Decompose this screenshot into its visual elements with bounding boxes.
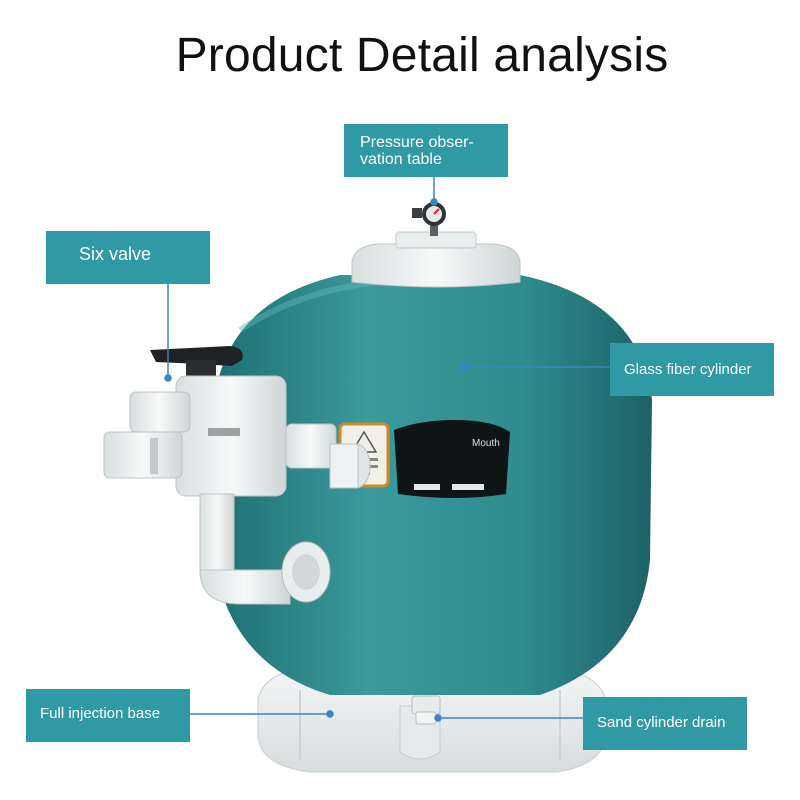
multiport-valve	[103, 346, 371, 605]
tank-lid	[351, 231, 521, 288]
pressure-leader-dot	[430, 198, 438, 206]
callout-glass-fiber-cylinder: Glass fiber cylinder	[610, 343, 774, 396]
callout-six-valve: Six valve	[46, 231, 210, 284]
callout-sand-drain: Sand cylinder drain	[583, 697, 747, 750]
sight-window	[394, 420, 510, 498]
leader-lines	[164, 177, 610, 722]
window-label: Mouth	[472, 438, 500, 449]
callout-pressure-line1: Pressure obser-	[360, 134, 474, 151]
page-title: Product Detail analysis	[175, 29, 669, 82]
drain-plug-icon	[411, 695, 441, 725]
drain-leader-dot	[434, 714, 442, 722]
base-leader-dot	[326, 710, 334, 718]
pressure-gauge-icon	[412, 202, 446, 236]
six-valve-leader-dot	[164, 374, 172, 382]
glass-fiber-leader-dot	[460, 363, 468, 371]
callout-injection-base: Full injection base	[26, 689, 190, 742]
callout-pressure-line2: vation table	[360, 151, 442, 168]
callout-pressure-table: Pressure obser- vation table	[344, 124, 508, 177]
